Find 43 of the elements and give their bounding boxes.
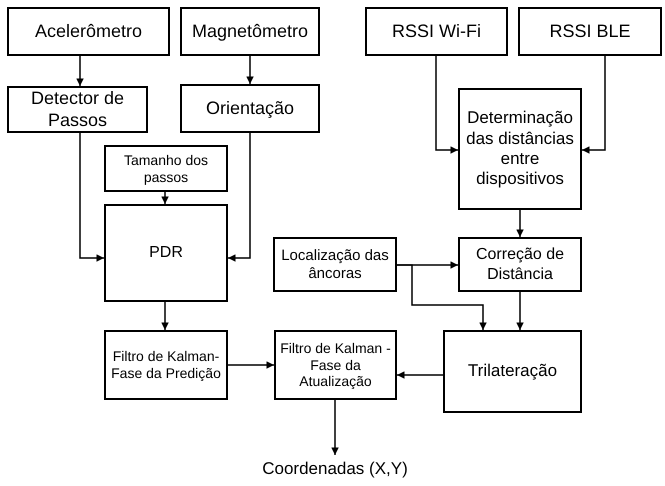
arrow bbox=[397, 264, 487, 330]
arrow bbox=[228, 361, 274, 369]
arrow bbox=[246, 56, 254, 84]
arrow bbox=[516, 210, 524, 237]
box-label: Orientação bbox=[206, 98, 294, 120]
box-label: Detector de Passos bbox=[30, 88, 126, 132]
process-box bbox=[274, 330, 397, 400]
arrow bbox=[228, 133, 251, 262]
arrow bbox=[435, 56, 458, 154]
box-label: Correção de Distância bbox=[474, 245, 566, 284]
process-box bbox=[365, 7, 508, 56]
arrow bbox=[76, 56, 84, 86]
box-label: Localização das âncoras bbox=[280, 246, 390, 282]
process-box bbox=[180, 7, 320, 56]
process-box bbox=[104, 204, 228, 302]
box-label: Acelerômetro bbox=[34, 20, 142, 42]
arrow bbox=[79, 133, 104, 262]
box-label: PDR bbox=[149, 243, 183, 263]
process-box bbox=[7, 7, 170, 56]
process-box bbox=[443, 330, 582, 413]
process-box bbox=[458, 88, 582, 210]
box-label: Magnetômetro bbox=[192, 20, 308, 42]
output-label: Coordenadas (X,Y) bbox=[262, 458, 408, 480]
process-box bbox=[518, 7, 662, 56]
arrow bbox=[397, 371, 443, 379]
box-label: RSSI Wi-Fi bbox=[392, 20, 481, 42]
box-label: Trilateração bbox=[468, 361, 558, 382]
box-label: Filtro de Kalman-Fase da Predição bbox=[110, 348, 222, 382]
process-box bbox=[273, 237, 397, 292]
box-label: RSSI BLE bbox=[549, 20, 631, 42]
box-label: Determinação das distâncias entre dispositivos bbox=[465, 108, 575, 190]
process-box bbox=[7, 86, 148, 133]
process-box bbox=[104, 330, 228, 400]
box-label: Filtro de Kalman - Fase da Atualização bbox=[279, 340, 392, 390]
process-box bbox=[104, 145, 228, 192]
box-label: Tamanho dos passos bbox=[122, 152, 210, 186]
arrow bbox=[516, 292, 524, 330]
arrow bbox=[331, 400, 339, 455]
arrow bbox=[161, 192, 169, 204]
process-box bbox=[180, 84, 320, 133]
process-box bbox=[458, 237, 582, 292]
arrow bbox=[582, 56, 606, 154]
arrow bbox=[161, 302, 169, 330]
